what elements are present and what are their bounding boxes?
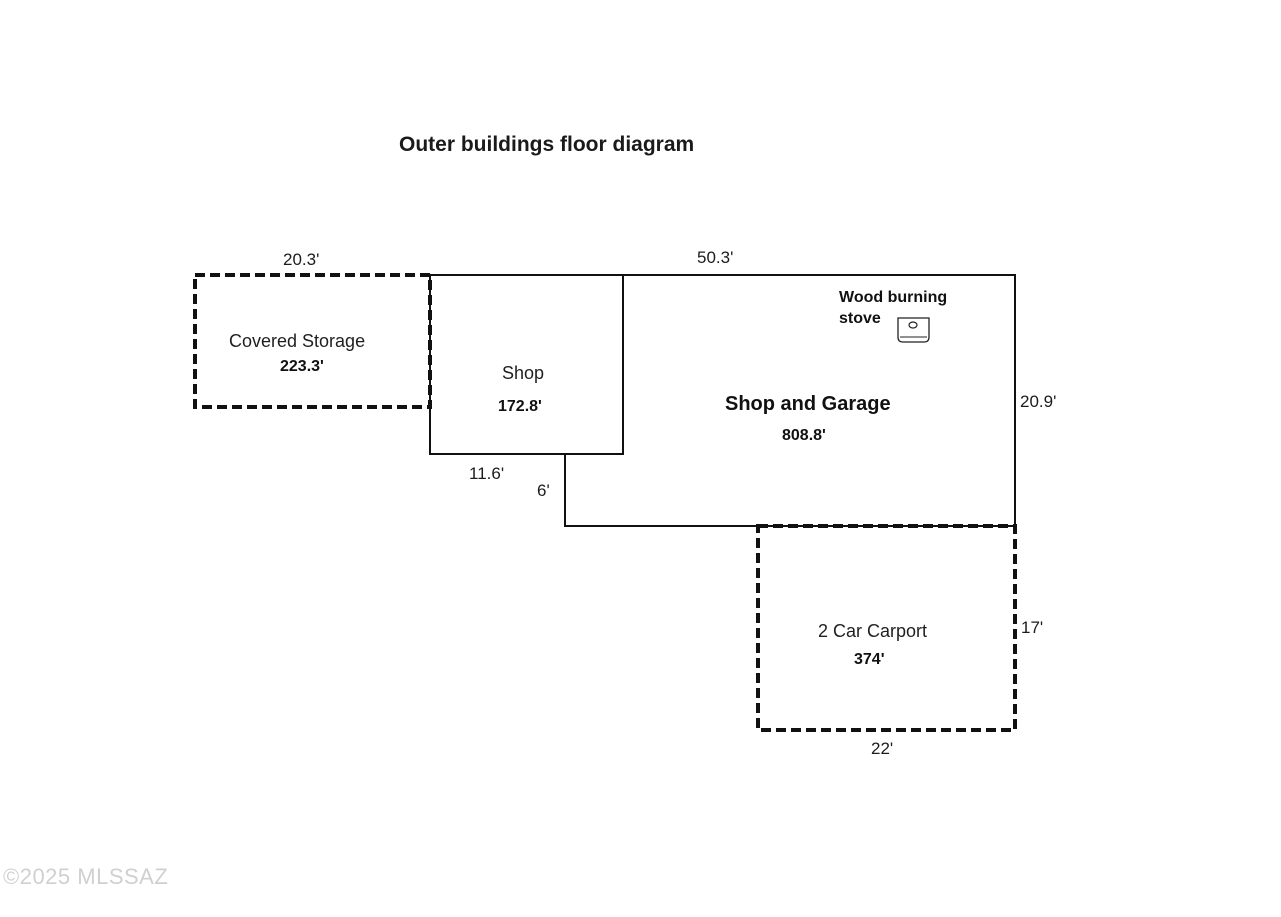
wood-stove-icon [897,317,930,343]
dim-carport-width: 22' [871,739,894,758]
carport-label: 2 Car Carport [818,621,928,641]
stove-label-line2: stove [839,310,881,327]
dim-carport-height: 17' [1021,618,1044,637]
dim-shop-step-width: 11.6' [469,464,505,483]
dim-main-height: 20.9' [1020,392,1057,411]
covered-storage-area: 223.3' [280,358,324,375]
dim-covered-storage-width: 20.3' [283,250,320,269]
carport-outline [756,524,1017,732]
watermark: ©2025 MLSSAZ [3,864,169,889]
shop-label: Shop [502,363,545,383]
shop-and-garage-label: Shop and Garage [725,393,891,415]
covered-storage-label: Covered Storage [229,331,366,351]
dim-main-width: 50.3' [697,248,734,267]
shop-and-garage-area: 808.8' [782,427,826,444]
shop-area: 172.8' [498,398,542,415]
dim-shop-step-height: 6' [537,481,550,500]
carport-area: 374' [854,651,885,668]
page-title: Outer buildings floor diagram [399,133,695,156]
stove-label-line1: Wood burning [839,289,948,306]
